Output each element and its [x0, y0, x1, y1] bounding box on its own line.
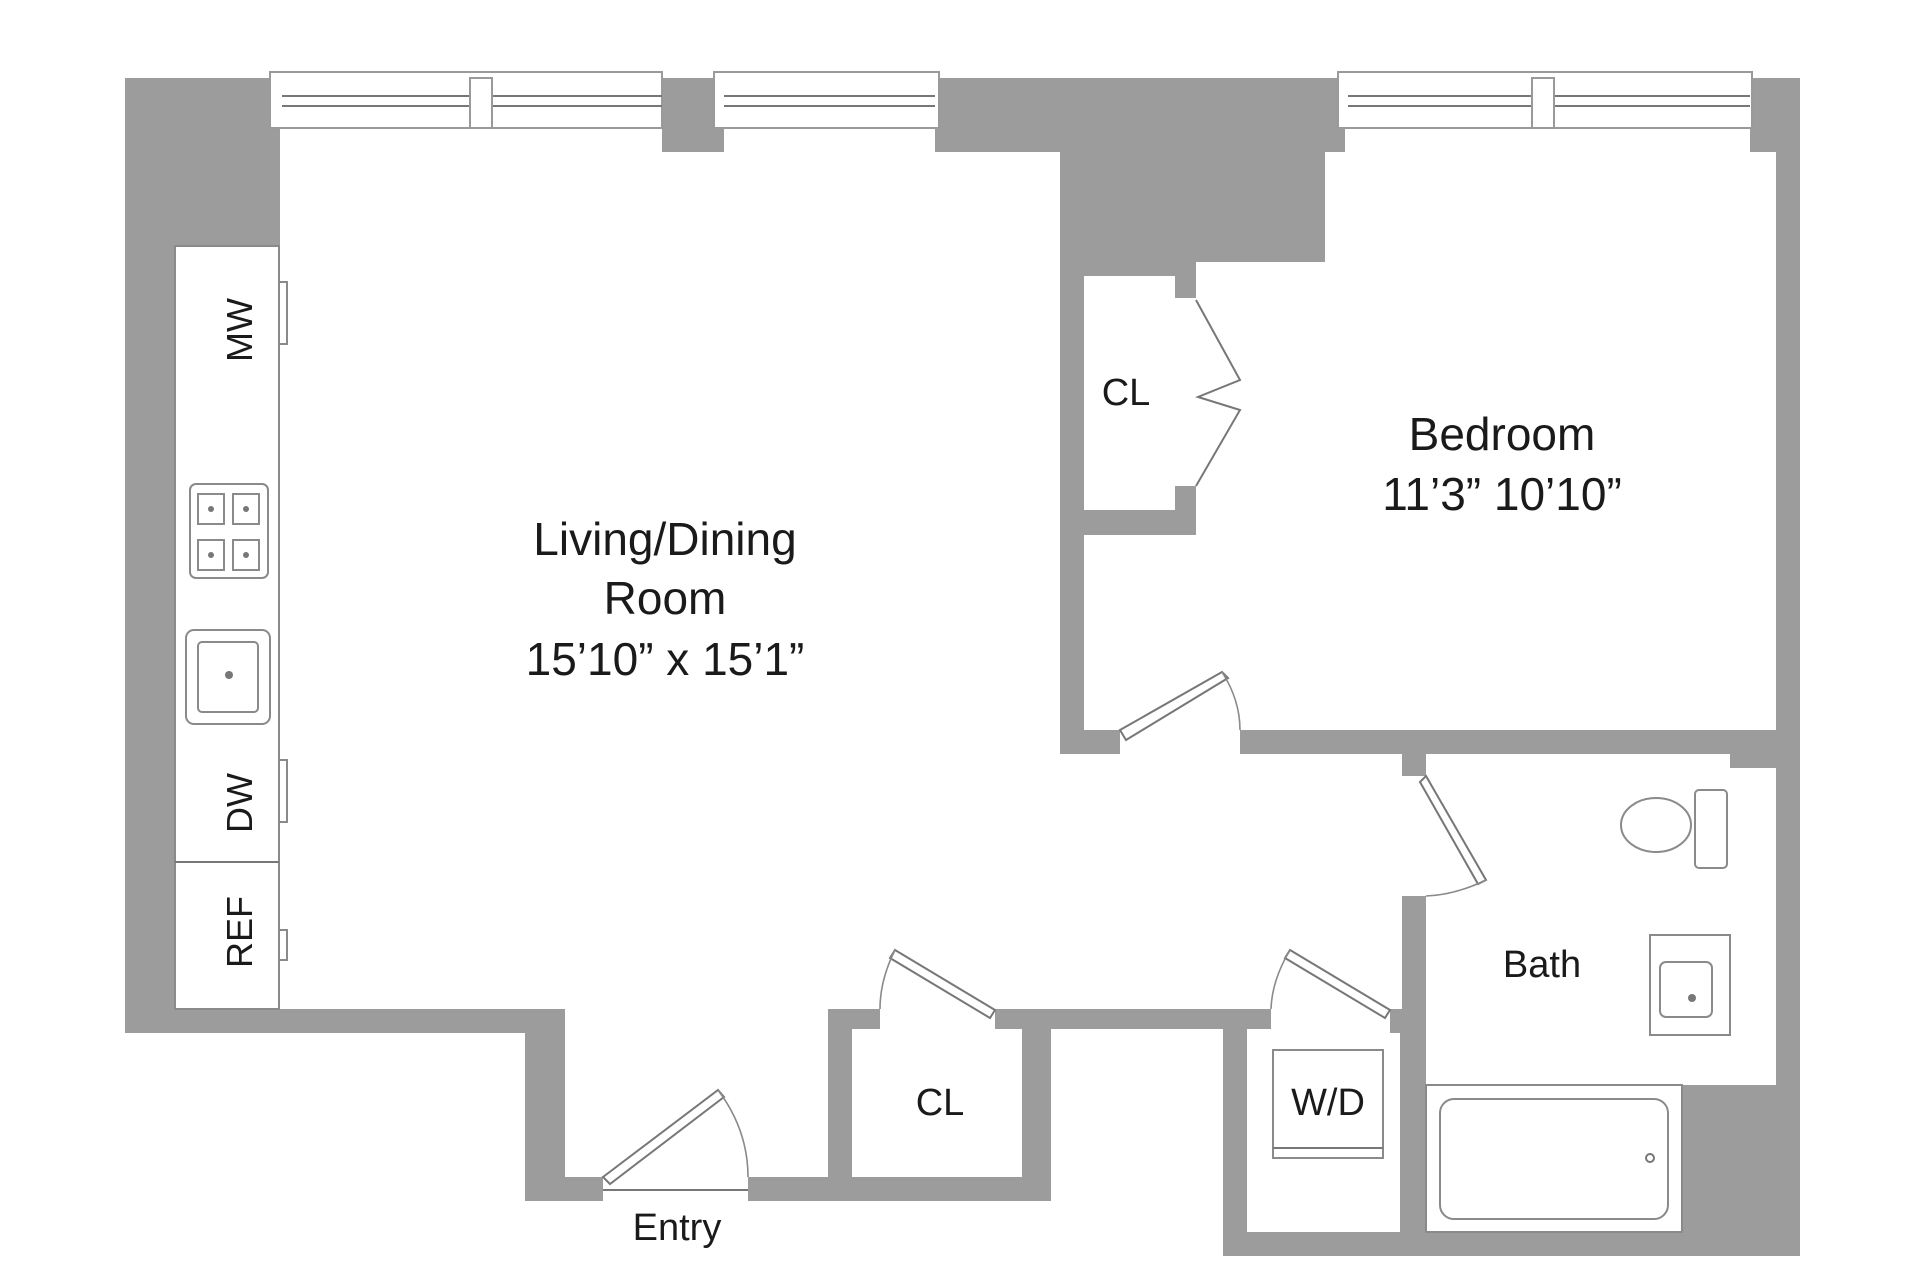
bedroom-closet-label: CL	[1102, 372, 1151, 414]
washer-dryer-icon	[1272, 1049, 1384, 1159]
dishwasher-label: DW	[219, 773, 260, 833]
refrigerator-label: REF	[219, 896, 260, 968]
bedroom-name: Bedroom	[1409, 408, 1596, 460]
bedroom-dimensions: 11’3” 10’10”	[1382, 468, 1622, 520]
entry-closet-label: CL	[916, 1082, 965, 1124]
entry-label: Entry	[633, 1207, 722, 1249]
doors	[601, 299, 1488, 1191]
room-labels: Living/Dining Room 15’10” x 15’1” Bedroo…	[526, 372, 1622, 1249]
toilet-icon	[1620, 797, 1692, 853]
living-room-name-line1: Living/Dining	[533, 513, 796, 565]
bath-label: Bath	[1503, 944, 1581, 986]
entry-door	[601, 1088, 726, 1186]
laundry-label: W/D	[1291, 1082, 1365, 1124]
living-room-name-line2: Room	[604, 572, 727, 624]
bath-door	[1418, 774, 1488, 886]
windows	[269, 71, 1753, 129]
laundry-door	[1283, 948, 1392, 1020]
kitchen-counter	[174, 245, 288, 1010]
bedroom-door	[1118, 670, 1230, 742]
living-room-dimensions: 15’10” x 15’1”	[526, 633, 805, 685]
bath-fixtures	[1272, 789, 1731, 1233]
entry-closet-door	[888, 948, 997, 1020]
microwave-label: MW	[219, 298, 260, 362]
closet-bifold-door	[1195, 299, 1242, 487]
walls	[125, 78, 1800, 1256]
